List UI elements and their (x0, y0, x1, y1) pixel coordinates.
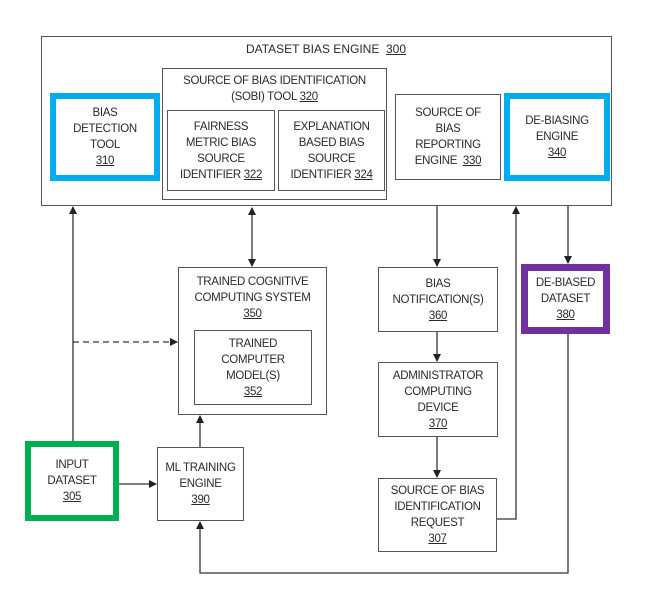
sobi-request-ref: 307 (428, 533, 447, 545)
dataset-bias-engine-title: DATASET BIAS ENGINE 300 (41, 42, 611, 56)
de-biasing-engine-label: DE-BIASING ENGINE (525, 115, 589, 143)
trained-computer-models[interactable]: TRAINED COMPUTER MODEL(S) 352 (194, 330, 312, 405)
de-biased-dataset-label: DE-BIASED DATASET (535, 277, 596, 305)
explanation-based-label: EXPLANATION BASED BIAS SOURCE IDENTIFIER… (290, 120, 373, 181)
bias-detection-tool-ref: 310 (95, 155, 115, 167)
ml-training-engine-ref: 390 (191, 494, 210, 506)
bias-detection-tool-label: BIAS DETECTION TOOL (73, 107, 137, 151)
administrator-computing-device[interactable]: ADMINISTRATOR COMPUTING DEVICE 370 (378, 362, 498, 437)
de-biasing-engine[interactable]: DE-BIASING ENGINE 340 (504, 93, 610, 181)
sobi-request-label: SOURCE OF BIAS IDENTIFICATION REQUEST (390, 485, 485, 529)
admin-device-ref: 370 (428, 417, 448, 430)
input-dataset-label: INPUT DATASET (47, 459, 97, 487)
fairness-metric-bias-source-identifier[interactable]: FAIRNESS METRIC BIAS SOURCE IDENTIFIER 3… (167, 110, 275, 191)
de-biased-dataset[interactable]: DE-BIASED DATASET 380 (521, 264, 610, 334)
cognitive-system-ref: 350 (243, 308, 262, 320)
reporting-engine-label: SOURCE OF BIAS REPORTING ENGINE 330 (414, 107, 482, 167)
bias-notifications-label: BIAS NOTIFICATION(S) (392, 277, 484, 306)
computer-models-ref: 352 (243, 385, 263, 398)
source-of-bias-reporting-engine[interactable]: SOURCE OF BIAS REPORTING ENGINE 330 (395, 94, 501, 180)
de-biased-dataset-ref: 380 (556, 309, 575, 321)
computer-models-label: TRAINED COMPUTER MODEL(S) (221, 337, 285, 382)
input-dataset-ref: 305 (62, 491, 82, 503)
admin-device-label: ADMINISTRATOR COMPUTING DEVICE (392, 369, 484, 414)
sobi-tool-label: SOURCE OF BIAS IDENTIFICATION (SOBI) TOO… (183, 75, 366, 103)
bias-notifications-ref: 360 (428, 309, 448, 322)
bias-detection-tool[interactable]: BIAS DETECTION TOOL 310 (50, 93, 160, 181)
explanation-based-bias-source-identifier[interactable]: EXPLANATION BASED BIAS SOURCE IDENTIFIER… (278, 110, 385, 191)
ml-training-engine[interactable]: ML TRAINING ENGINE 390 (157, 447, 244, 521)
de-biasing-engine-ref: 340 (547, 147, 567, 159)
input-dataset[interactable]: INPUT DATASET 305 (25, 441, 119, 521)
fairness-metric-label: FAIRNESS METRIC BIAS SOURCE IDENTIFIER 3… (179, 120, 263, 181)
cognitive-system-label: TRAINED COGNITIVE COMPUTING SYSTEM (194, 276, 311, 304)
outer-ref: 300 (386, 42, 407, 56)
edge-request-to-bias-engine (497, 206, 520, 520)
bias-notifications[interactable]: BIAS NOTIFICATION(S) 360 (378, 267, 498, 332)
source-of-bias-identification-request[interactable]: SOURCE OF BIAS IDENTIFICATION REQUEST 30… (378, 478, 497, 552)
outer-title-text: DATASET BIAS ENGINE (245, 42, 380, 56)
ml-training-engine-label: ML TRAINING ENGINE (165, 462, 236, 490)
